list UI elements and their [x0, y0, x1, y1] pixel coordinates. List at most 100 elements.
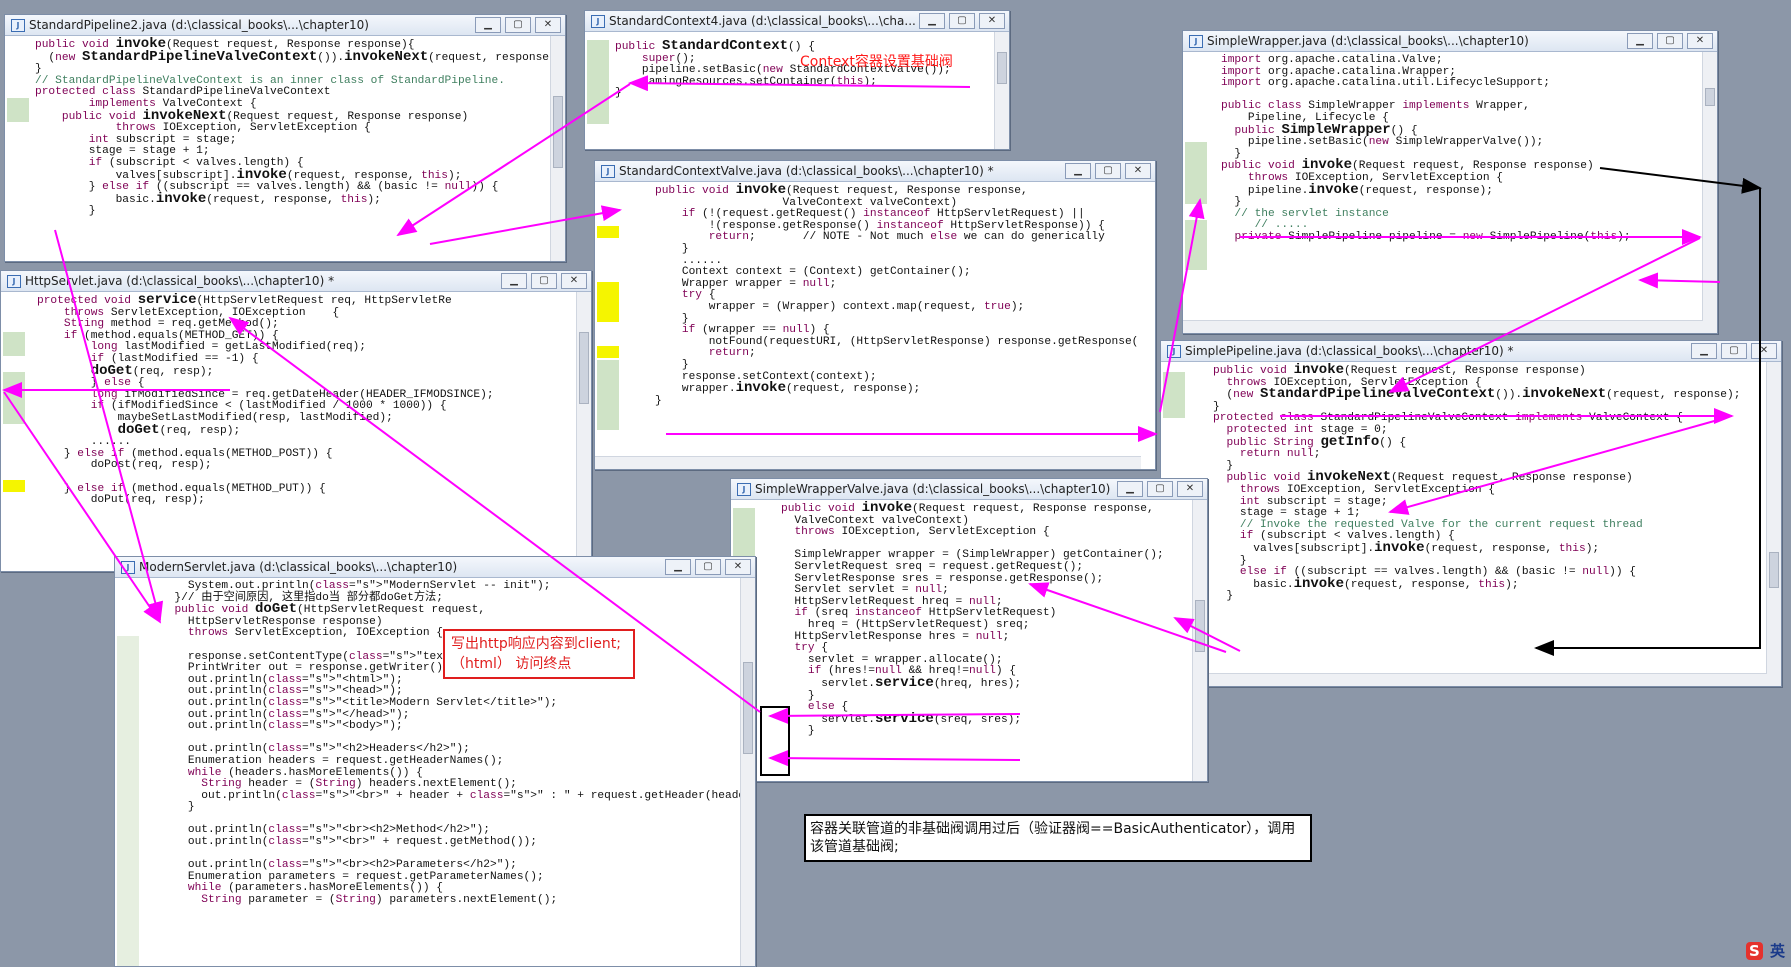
code-line: }: [655, 394, 662, 407]
minimize-button[interactable]: ▁: [1691, 343, 1717, 359]
window-titlebar[interactable]: J SimpleWrapper.java (d:\classical_books…: [1183, 31, 1717, 52]
close-button[interactable]: ✕: [1751, 343, 1777, 359]
window-titlebar[interactable]: J StandardContext4.java (d:\classical_bo…: [585, 11, 1009, 32]
code-editor[interactable]: public void invoke(Request request, Resp…: [1213, 363, 1765, 603]
code-line: }: [655, 242, 689, 255]
close-button[interactable]: ✕: [1177, 481, 1203, 497]
code-line: stage = stage + 1;: [1213, 507, 1361, 520]
maximize-button[interactable]: ▢: [505, 17, 531, 33]
vertical-scrollbar[interactable]: [740, 578, 755, 966]
code-line: pipeline.setBasic(new StandardContextVal…: [615, 64, 951, 77]
code-editor[interactable]: public void invoke(Request request, Resp…: [35, 37, 562, 218]
window-standard-context4[interactable]: J StandardContext4.java (d:\classical_bo…: [584, 10, 1010, 150]
minimize-button[interactable]: ▁: [1627, 33, 1653, 49]
window-titlebar[interactable]: J SimpleWrapperValve.java (d:\classical_…: [731, 479, 1207, 500]
code-editor[interactable]: public StandardContext() { super(); pipe…: [615, 38, 993, 100]
window-modern-servlet[interactable]: J ModernServlet.java (d:\classical_books…: [114, 556, 756, 967]
maximize-button[interactable]: ▢: [1095, 163, 1121, 179]
maximize-button[interactable]: ▢: [695, 559, 721, 575]
close-button[interactable]: ✕: [535, 17, 561, 33]
code-line: Servlet servlet = null;: [781, 584, 949, 597]
vertical-scrollbar[interactable]: [1766, 362, 1781, 686]
code-editor[interactable]: public void invoke(Request request, Resp…: [781, 501, 1191, 738]
minimize-button[interactable]: ▁: [1065, 163, 1091, 179]
maximize-button[interactable]: ▢: [1147, 481, 1173, 497]
horizontal-scrollbar[interactable]: [1183, 320, 1703, 333]
maximize-button[interactable]: ▢: [1721, 343, 1747, 359]
code-line: notFound(requestURI, (HttpServletRespons…: [655, 335, 1139, 348]
minimize-button[interactable]: ▁: [501, 273, 527, 289]
editor-gutter: [585, 32, 611, 149]
vertical-scrollbar[interactable]: [1192, 500, 1207, 781]
code-line: if (sreq instanceof HttpServletRequest): [794, 607, 1057, 620]
window-titlebar[interactable]: J StandardPipeline2.java (d:\classical_b…: [5, 15, 565, 36]
editor-gutter: [115, 578, 141, 966]
code-line: public void invoke(Request request, Resp…: [1221, 157, 1594, 174]
code-line: while (headers.hasMoreElements()) {: [187, 766, 423, 779]
close-button[interactable]: ✕: [1125, 163, 1151, 179]
java-file-icon: J: [1189, 35, 1203, 48]
maximize-button[interactable]: ▢: [1657, 33, 1683, 49]
code-line: String parameter = (String) parameters.n…: [201, 894, 558, 907]
maximize-button[interactable]: ▢: [531, 273, 557, 289]
window-standard-context-valve[interactable]: J StandardContextValve.java (d:\classica…: [594, 160, 1156, 470]
ime-indicator[interactable]: S 英: [1745, 940, 1785, 961]
minimize-button[interactable]: ▁: [665, 559, 691, 575]
code-editor[interactable]: protected void service(HttpServletReques…: [37, 293, 575, 507]
window-titlebar[interactable]: J SimplePipeline.java (d:\classical_book…: [1161, 341, 1781, 362]
change-marker: [7, 98, 29, 122]
code-line: try {: [794, 642, 829, 655]
code-line: wrapper.invoke(request, response);: [655, 380, 921, 397]
close-button[interactable]: ✕: [1687, 33, 1713, 49]
code-editor[interactable]: import org.apache.catalina.Valve;import …: [1221, 54, 1701, 244]
window-title: StandardContextValve.java (d:\classical_…: [619, 164, 994, 178]
maximize-button[interactable]: ▢: [949, 13, 975, 29]
editor-gutter: [1, 292, 27, 571]
code-line: stage = stage + 1;: [35, 145, 210, 158]
code-line: wrapper = (Wrapper) context.map(request,…: [655, 300, 1025, 313]
window-standard-pipeline2[interactable]: J StandardPipeline2.java (d:\classical_b…: [4, 14, 566, 262]
vertical-scrollbar[interactable]: [576, 292, 591, 571]
vertical-scrollbar[interactable]: [994, 32, 1009, 149]
code-line: private SimplePipeline pipeline = new Si…: [1234, 230, 1631, 243]
code-line: int subscript = stage;: [1239, 495, 1388, 508]
window-title: StandardContext4.java (d:\classical_book…: [609, 14, 916, 28]
close-button[interactable]: ✕: [979, 13, 1005, 29]
horizontal-scrollbar[interactable]: [1161, 673, 1767, 686]
code-line: servlet.service(sreq, sres);: [781, 710, 1022, 727]
vertical-scrollbar[interactable]: [1702, 52, 1717, 333]
window-titlebar[interactable]: J ModernServlet.java (d:\classical_books…: [115, 557, 755, 578]
close-button[interactable]: ✕: [725, 559, 751, 575]
warning-marker: [597, 282, 619, 322]
change-marker: [117, 636, 139, 966]
change-marker: [597, 360, 619, 430]
close-button[interactable]: ✕: [561, 273, 587, 289]
warning-marker: [597, 226, 619, 238]
window-simple-wrapper-valve[interactable]: J SimpleWrapperValve.java (d:\classical_…: [730, 478, 1208, 782]
window-simple-wrapper[interactable]: J SimpleWrapper.java (d:\classical_books…: [1182, 30, 1718, 334]
horizontal-scrollbar[interactable]: [595, 456, 1141, 469]
code-line: out.println(class="s">"<body>");: [161, 720, 403, 733]
code-editor[interactable]: public void invoke(Request request, Resp…: [655, 183, 1139, 407]
code-line: protected int stage = 0;: [1226, 423, 1388, 436]
change-marker: [1185, 220, 1207, 270]
window-titlebar[interactable]: J StandardContextValve.java (d:\classica…: [595, 161, 1155, 182]
code-line: return;: [708, 347, 756, 360]
window-title: ModernServlet.java (d:\classical_books\.…: [139, 560, 458, 574]
window-http-servlet[interactable]: J HttpServlet.java (d:\classical_books\.…: [0, 270, 592, 572]
window-titlebar[interactable]: J HttpServlet.java (d:\classical_books\.…: [1, 271, 591, 292]
basic-valve-note: 容器关联管道的非基础阀调用过后（验证器阀==BasicAuthenticator…: [804, 814, 1312, 862]
code-line: public StandardContext() {: [615, 38, 815, 54]
window-simple-pipeline[interactable]: J SimplePipeline.java (d:\classical_book…: [1160, 340, 1782, 687]
code-line: ValveContext valveContext): [781, 514, 969, 527]
code-line: response.setContext(context);: [655, 370, 877, 383]
code-line: }: [615, 87, 622, 100]
code-line: out.println(class="s">"<br>" + request.g…: [161, 836, 537, 849]
minimize-button[interactable]: ▁: [475, 17, 501, 33]
minimize-button[interactable]: ▁: [919, 13, 945, 29]
java-file-icon: J: [737, 483, 751, 496]
code-line: super();: [641, 52, 696, 65]
code-line: // StandardPipelineValveContext is an in…: [35, 74, 505, 87]
minimize-button[interactable]: ▁: [1117, 481, 1143, 497]
vertical-scrollbar[interactable]: [550, 36, 565, 261]
